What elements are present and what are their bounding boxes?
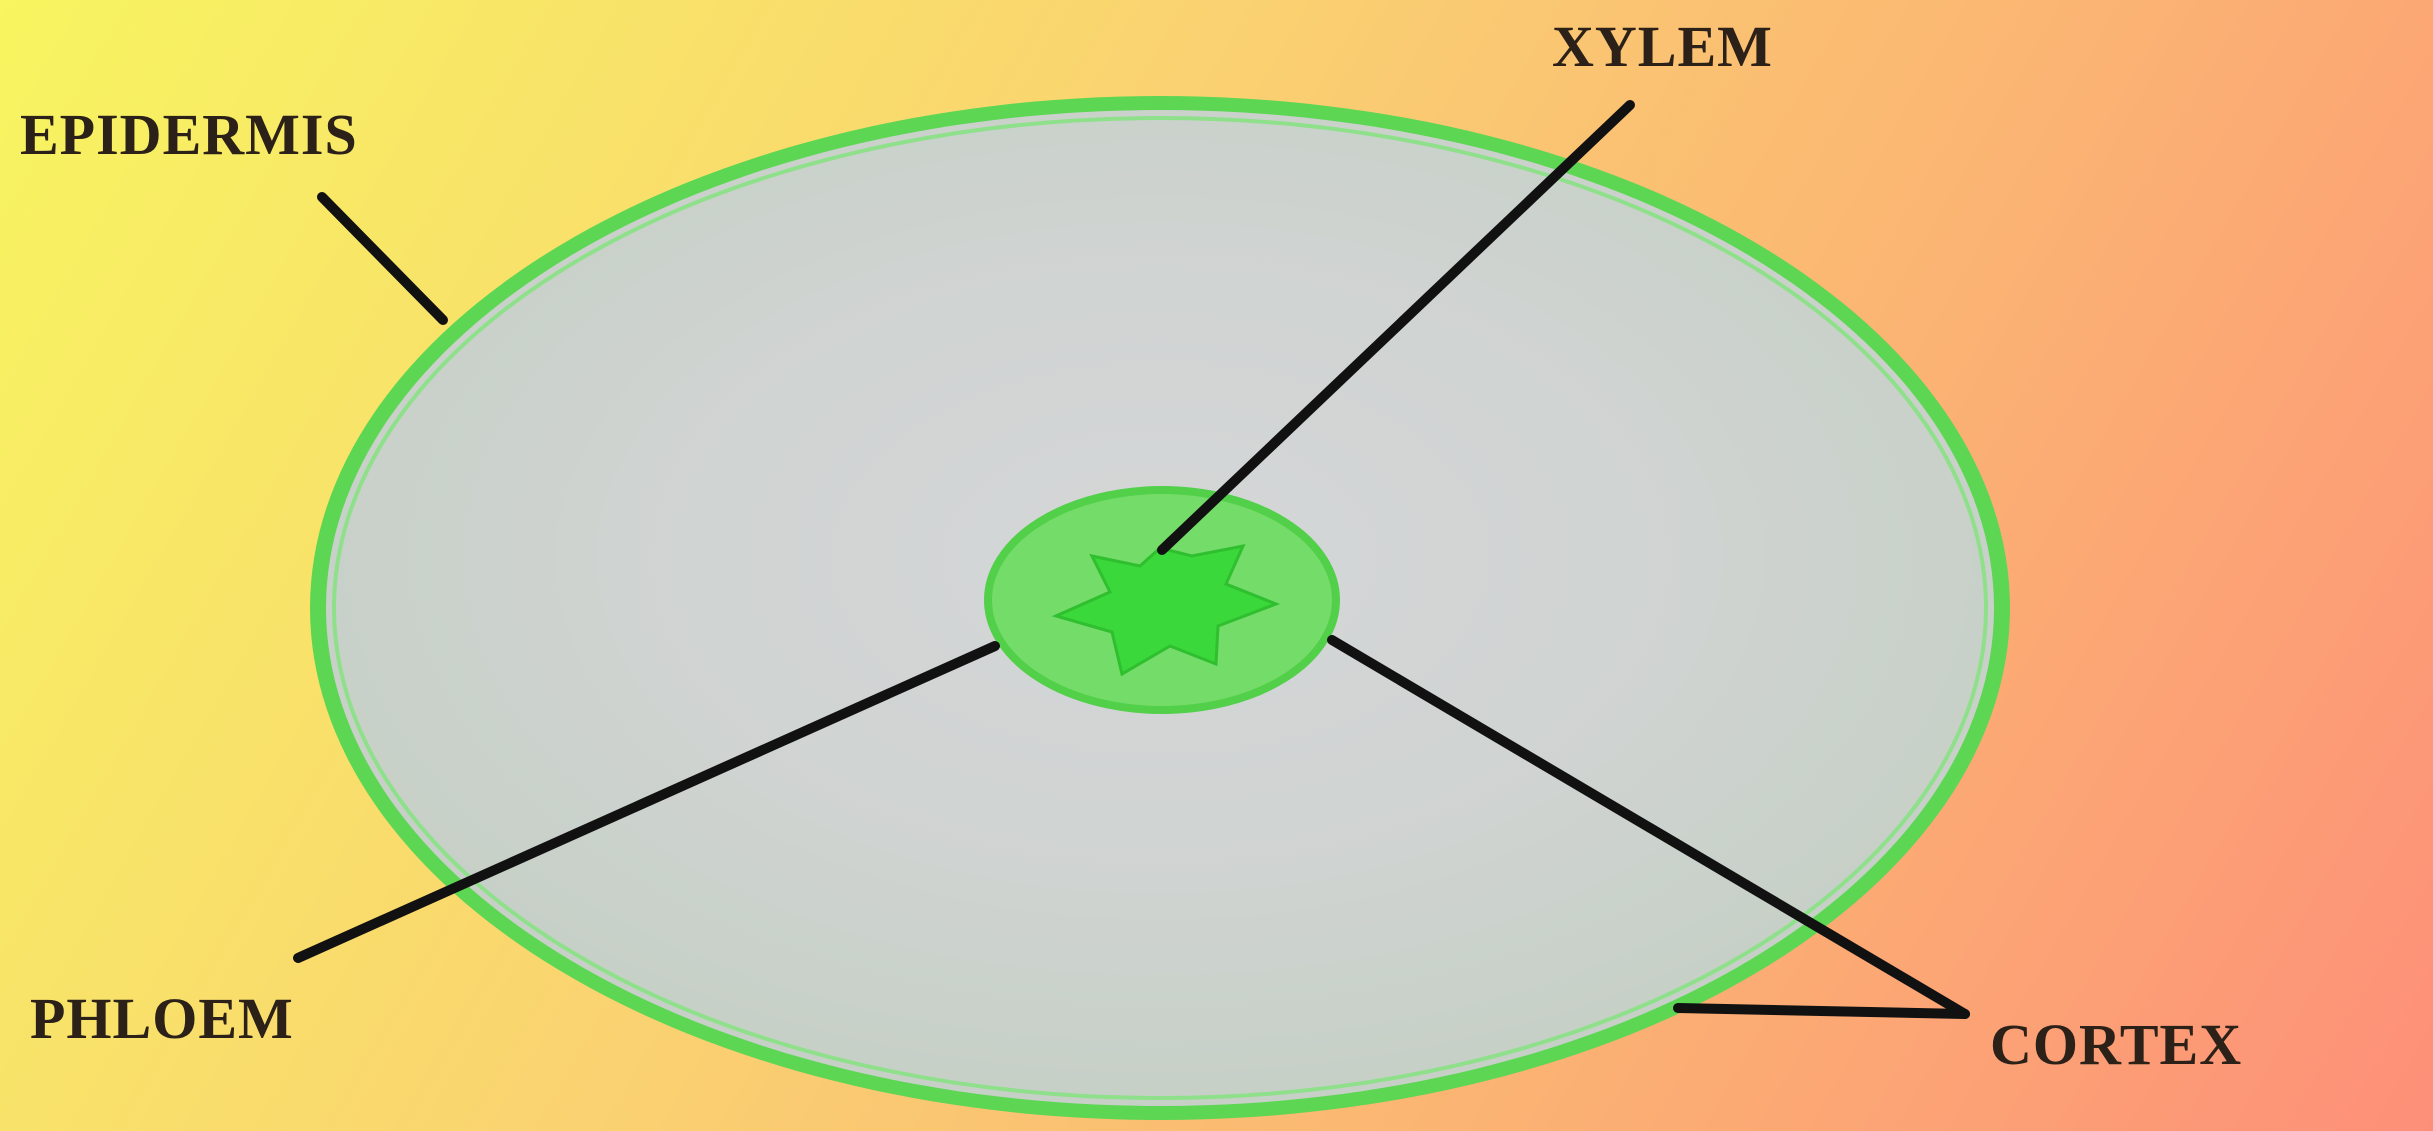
epidermis-leader-line: [322, 197, 443, 320]
epidermis-label: EPIDERMIS: [20, 106, 358, 164]
cortex-leader-line-lower: [1678, 1008, 1965, 1014]
phloem-label: PHLOEM: [30, 990, 294, 1048]
xylem-label: XYLEM: [1552, 18, 1773, 76]
cortex-label: CORTEX: [1990, 1016, 2242, 1074]
